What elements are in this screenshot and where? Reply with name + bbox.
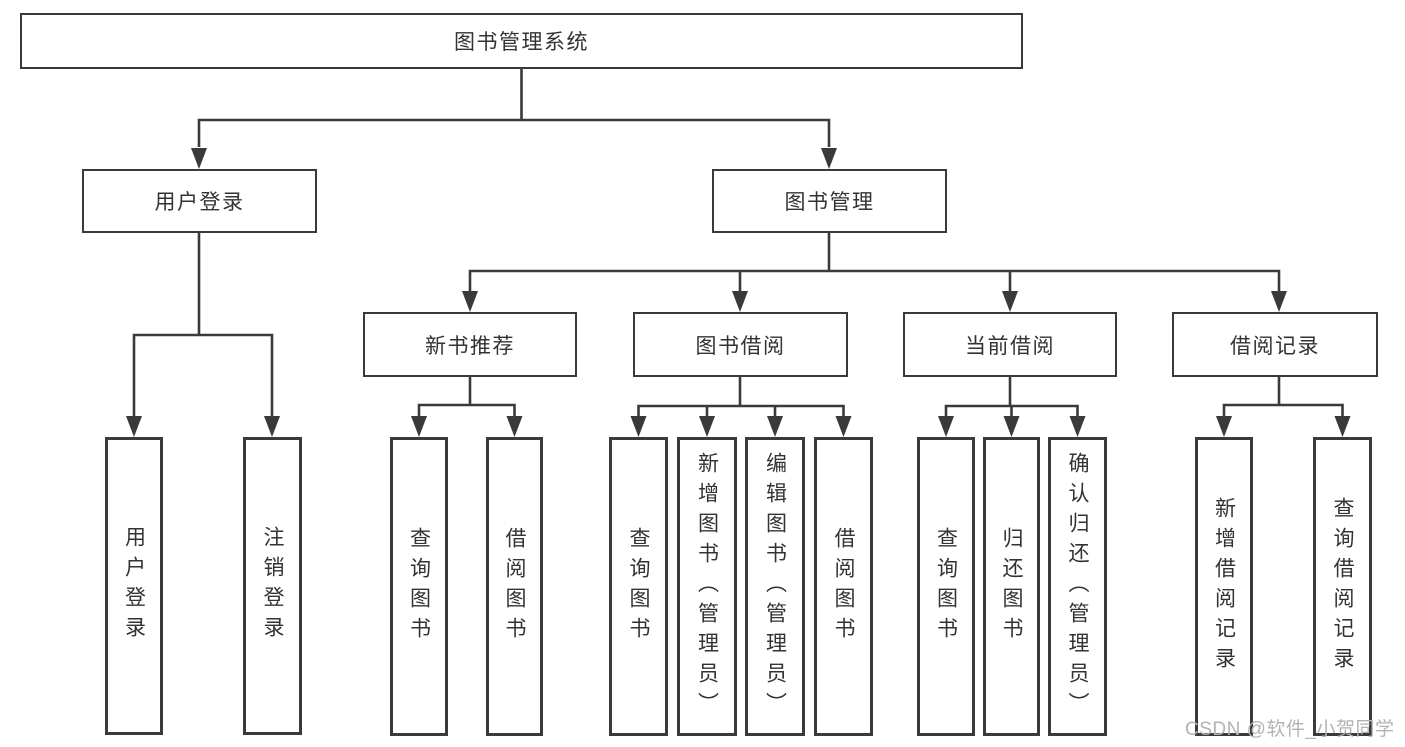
csdn-watermark: CSDN @软件_小贺同学	[1185, 719, 1395, 740]
arrow-down-icon	[767, 416, 783, 437]
connector-user-login-to-leaves	[126, 233, 280, 437]
arrow-down-icon	[1003, 416, 1020, 437]
wire	[197, 69, 831, 147]
node-leaf-br-query: 查询借阅记录	[1313, 437, 1372, 736]
node-leaf-br-add: 新增借阅记录	[1195, 437, 1253, 736]
arrow-down-icon	[126, 416, 142, 437]
wire	[944, 377, 1079, 416]
node-label: 图书管理系统	[454, 31, 589, 54]
node-label: 新增图书（管理员）	[695, 451, 719, 722]
wire	[132, 233, 274, 416]
node-leaf-bb-add: 新增图书（管理员）	[677, 437, 737, 736]
arrow-down-icon	[821, 148, 837, 169]
connector-borrow-to-leaves	[630, 377, 852, 437]
node-book-borrow: 图书借阅	[633, 312, 848, 377]
connector-current-to-leaves	[938, 377, 1086, 437]
arrow-down-icon	[732, 291, 748, 312]
node-label: 图书管理	[784, 191, 875, 214]
connector-book-mgmt-to-level3	[462, 233, 1287, 312]
node-label: 注销登录	[261, 526, 284, 646]
node-book-mgmt: 图书管理	[712, 169, 947, 233]
connector-root-to-level2	[191, 69, 837, 169]
arrow-down-icon	[1069, 416, 1086, 437]
node-label: 查询借阅记录	[1331, 496, 1354, 677]
node-label: 确认归还（管理员）	[1066, 451, 1089, 722]
wire	[468, 233, 1281, 291]
node-current-borrow: 当前借阅	[903, 312, 1117, 377]
node-label: 查询图书	[627, 526, 650, 647]
node-label: 查询图书	[407, 526, 431, 647]
connector-recommend-to-leaves	[411, 377, 523, 437]
arrow-down-icon	[1271, 291, 1287, 312]
arrow-down-icon	[191, 148, 207, 169]
node-label: 借阅图书	[832, 526, 855, 647]
node-label: 用户登录	[122, 526, 146, 646]
node-label: 归还图书	[1000, 526, 1023, 647]
arrow-down-icon	[630, 416, 647, 437]
node-leaf-cb-confirm: 确认归还（管理员）	[1048, 437, 1107, 736]
node-label: 图书借阅	[695, 334, 786, 358]
node-leaf-logout: 注销登录	[243, 437, 302, 735]
node-leaf-bb-edit: 编辑图书（管理员）	[745, 437, 805, 736]
arrow-down-icon	[699, 416, 715, 437]
arrow-down-icon	[264, 416, 280, 437]
node-user-login: 用户登录	[82, 169, 317, 233]
arrow-down-icon	[1002, 291, 1018, 312]
node-leaf-user-login: 用户登录	[105, 437, 163, 735]
node-borrow-records: 借阅记录	[1172, 312, 1378, 377]
node-leaf-bb-query: 查询图书	[609, 437, 668, 736]
arrow-down-icon	[1216, 416, 1232, 437]
node-label: 用户登录	[154, 191, 245, 214]
arrow-down-icon	[938, 416, 954, 437]
arrow-down-icon	[462, 291, 478, 312]
node-leaf-bb-borrow: 借阅图书	[814, 437, 873, 736]
arrow-down-icon	[835, 416, 852, 437]
arrow-down-icon	[411, 416, 427, 437]
node-label: 新增借阅记录	[1212, 496, 1236, 677]
wire	[417, 377, 516, 416]
wire	[637, 377, 845, 416]
node-label: 编辑图书（管理员）	[763, 451, 787, 722]
connector-records-to-leaves	[1216, 377, 1351, 437]
node-root: 图书管理系统	[20, 13, 1023, 69]
arrow-down-icon	[506, 416, 523, 437]
node-leaf-rec-query: 查询图书	[390, 437, 448, 736]
node-label: 新书推荐	[425, 334, 515, 358]
node-label: 当前借阅	[965, 334, 1055, 358]
wire	[1222, 377, 1344, 416]
node-leaf-rec-borrow: 借阅图书	[486, 437, 543, 736]
node-leaf-cb-query: 查询图书	[917, 437, 975, 736]
node-label: 借阅记录	[1230, 334, 1320, 358]
node-label: 借阅图书	[503, 526, 526, 647]
node-new-book-rec: 新书推荐	[363, 312, 577, 377]
node-label: 查询图书	[934, 526, 958, 647]
node-leaf-cb-return: 归还图书	[983, 437, 1040, 736]
arrow-down-icon	[1334, 416, 1351, 437]
